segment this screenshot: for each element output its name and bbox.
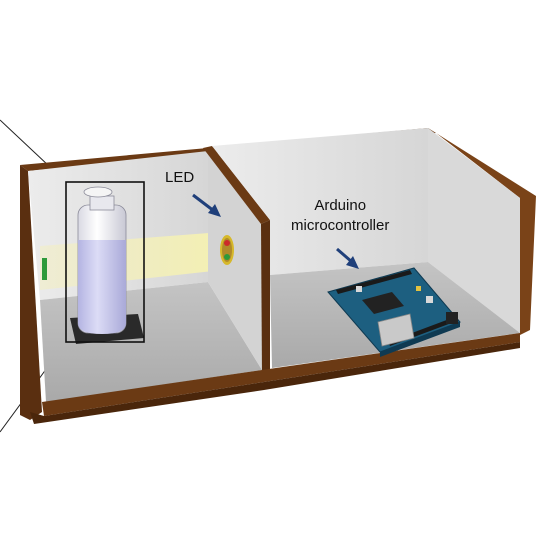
led-label: LED — [165, 169, 195, 186]
arduino-board-icon — [327, 267, 461, 357]
arduino-arrow-icon — [336, 247, 359, 269]
arduino-label-line1: Arduino — [314, 197, 367, 214]
left-end-wall — [20, 165, 42, 420]
arduino-label: Arduino microcontroller — [291, 196, 389, 236]
led-arrow-icon — [192, 193, 221, 217]
sensor-icon — [42, 258, 47, 280]
partition-front — [261, 220, 270, 376]
partition-top — [203, 146, 270, 224]
arduino-label-line2: microcontroller — [291, 217, 390, 234]
led-icon — [220, 235, 234, 265]
bottle-highlight-box — [65, 181, 145, 343]
front-rim — [42, 333, 520, 416]
front-base — [30, 342, 520, 424]
right-outer-wall — [428, 128, 536, 335]
bottle-icon — [77, 186, 127, 334]
right-side-wall — [428, 128, 520, 333]
right-back-wall — [212, 128, 428, 275]
